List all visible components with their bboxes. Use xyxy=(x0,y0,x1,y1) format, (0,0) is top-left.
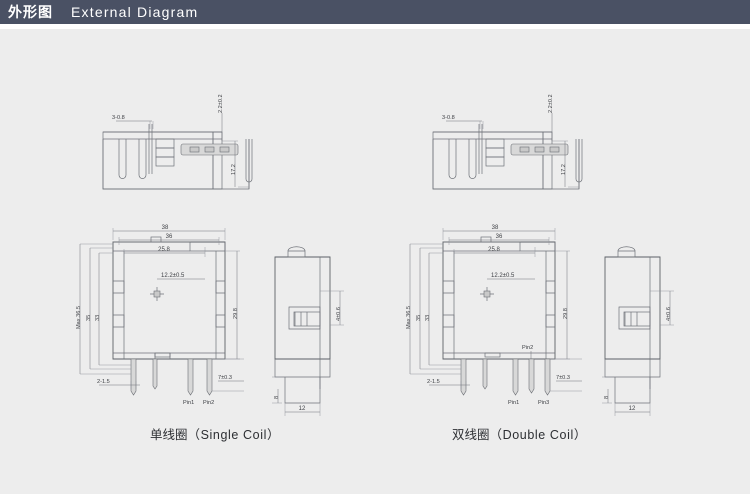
double-top-view: 3-0.8 2.2±0.2 17.2 xyxy=(432,94,583,190)
double-front-center-mark: 12.2±0.5 xyxy=(491,273,515,279)
double-front-pin-width: 2-1.5 xyxy=(427,379,440,385)
double-front-body-height: 29.8 xyxy=(563,308,569,319)
double-front-inner-width: 25.8 xyxy=(488,247,500,253)
page-title-en: External Diagram xyxy=(71,4,199,20)
single-side-view: 4±0.6 8 12 xyxy=(272,246,344,416)
double-front-pin-length: 7±0.3 xyxy=(556,375,570,381)
single-top-view: 3-0.8 2.2±0.2 17.2 xyxy=(102,94,253,190)
caption-single-en: （Single Coil） xyxy=(187,428,281,442)
double-pin-label-3: Pin3 xyxy=(538,400,549,406)
caption-single-coil: 单线圈（Single Coil） xyxy=(150,424,280,443)
double-pin-label-1: Pin1 xyxy=(508,400,519,406)
double-front-overall-width: 38 xyxy=(492,225,499,231)
single-pin-label-2: Pin2 xyxy=(203,400,214,406)
header-underline xyxy=(0,24,750,29)
single-front-body-width: 36 xyxy=(166,234,173,240)
double-top-width: 17.2 xyxy=(561,164,567,175)
double-front-max-height: Max.36.5 xyxy=(406,306,412,329)
single-side-foot: 8 xyxy=(274,396,280,399)
single-front-max-height: Max.36.5 xyxy=(76,306,82,329)
double-side-base: 12 xyxy=(629,406,636,412)
single-pin-label-1: Pin1 xyxy=(183,400,194,406)
page-header: 外形图 External Diagram xyxy=(0,0,750,24)
double-side-step: 4±0.6 xyxy=(666,307,672,321)
single-side-base: 12 xyxy=(299,406,306,412)
caption-double-cn: 双线圈 xyxy=(452,427,490,442)
single-front-pin-length: 7±0.3 xyxy=(218,375,232,381)
single-front-height-2: 33 xyxy=(95,315,101,321)
double-side-view: 4±0.6 8 12 xyxy=(602,246,674,416)
double-pin-label-2: Pin2 xyxy=(522,345,533,351)
single-top-thickness: 2.2±0.2 xyxy=(218,94,224,113)
single-front-height-1: 35 xyxy=(86,315,92,321)
double-side-foot: 8 xyxy=(604,396,610,399)
caption-double-coil: 双线圈（Double Coil） xyxy=(452,424,587,443)
page-title-cn: 外形图 xyxy=(8,5,53,21)
double-top-thickness: 2.2±0.2 xyxy=(548,94,554,113)
single-side-step: 4±0.6 xyxy=(336,307,342,321)
single-top-terminal-pitch: 3-0.8 xyxy=(112,115,125,121)
drawing-canvas: 3-0.8 2.2±0.2 17.2 xyxy=(0,29,750,494)
single-front-center-mark: 12.2±0.5 xyxy=(161,273,185,279)
double-front-view: 38 36 25.8 12.2±0.5 Max.36.5 35 xyxy=(406,225,582,406)
single-front-pin-width: 2-1.5 xyxy=(97,379,110,385)
double-front-height-2: 33 xyxy=(425,315,431,321)
double-top-terminal-pitch: 3-0.8 xyxy=(442,115,455,121)
single-front-body-height: 29.8 xyxy=(233,308,239,319)
single-front-overall-width: 38 xyxy=(162,225,169,231)
caption-double-en: （Double Coil） xyxy=(489,428,587,442)
double-front-body-width: 36 xyxy=(496,234,503,240)
single-top-width: 17.2 xyxy=(231,164,237,175)
diagram-double-coil: 3-0.8 2.2±0.2 17.2 xyxy=(406,94,674,416)
single-front-view: 38 36 25.8 12.2±0.5 Max.36.5 35 xyxy=(76,225,244,406)
caption-single-cn: 单线圈 xyxy=(150,427,188,442)
double-front-height-1: 35 xyxy=(416,315,422,321)
diagram-single-coil: 3-0.8 2.2±0.2 17.2 xyxy=(76,94,344,416)
single-front-inner-width: 25.8 xyxy=(158,247,170,253)
